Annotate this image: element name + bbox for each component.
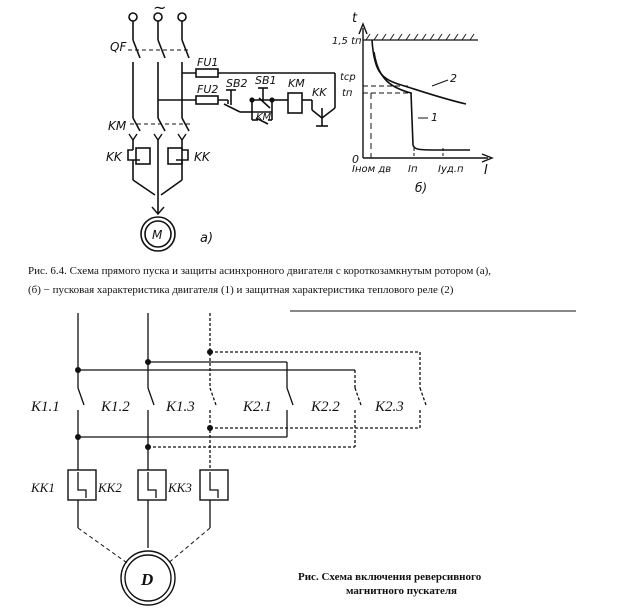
motor-d: [120, 550, 176, 606]
thermal-relays: [67, 469, 229, 501]
label-in: Iп: [408, 164, 418, 175]
label-km-hold: KM: [256, 112, 272, 123]
label-inom: Iном дв: [352, 164, 391, 175]
k2-contacts: [286, 387, 427, 447]
label-part-b: б): [415, 181, 427, 195]
label-kk2: KK2: [97, 480, 122, 495]
label-tn: tп: [342, 88, 353, 99]
label-fu2: FU2: [197, 83, 218, 96]
label-axis-i: I: [484, 163, 488, 178]
qf-breaker: [128, 39, 190, 59]
graph-labels: t I 0 1,5 tп tср tп Iном дв Iп Iуд.п 1 2…: [332, 11, 488, 195]
k1-contacts: [77, 387, 217, 470]
fu2-fuse: [195, 95, 219, 105]
junction-dots: [75, 349, 213, 450]
reversing-starter-diagram: [67, 313, 427, 606]
label-qf: QF: [110, 40, 127, 54]
label-kk3: KK3: [167, 480, 192, 495]
motor-m: [140, 216, 176, 252]
caption-line-1: Рис. 6.4. Схема прямого пуска и защиты а…: [28, 265, 491, 277]
label-k2-1: K2.1: [242, 399, 272, 415]
bottom-caption-line-2: магнитного пускателя: [346, 585, 457, 597]
km-main-contacts: [128, 117, 190, 142]
label-kk-left: KK: [106, 150, 123, 164]
bottom-diagram-labels: K1.1 K1.2 K1.3 K2.1 K2.2 K2.3 KK1 KK2 KK…: [30, 399, 482, 597]
terminal-l1: [128, 12, 138, 22]
label-sb2: SB2: [226, 77, 248, 90]
km-hold-contact: [251, 112, 273, 125]
label-curve-2: 2: [450, 72, 457, 85]
label-sb1: SB1: [255, 74, 277, 87]
label-kk-contact: KK: [312, 86, 327, 99]
label-fu1: FU1: [197, 56, 218, 69]
label-km-main: KM: [108, 119, 127, 133]
curve-1-start: [373, 51, 470, 151]
label-curve-1: 1: [431, 111, 438, 124]
ac-symbol: ~: [153, 0, 166, 17]
top-circuit-diagram: [127, 12, 336, 252]
km-coil: [287, 92, 303, 114]
caption-line-2: (б) − пусковая характеристика двигателя …: [28, 284, 454, 296]
fu1-fuse: [195, 68, 219, 78]
terminal-l3: [177, 12, 187, 22]
label-k1-3: K1.3: [165, 399, 195, 415]
characteristic-graph: [358, 22, 494, 163]
label-part-a: а): [200, 231, 213, 246]
label-k1-2: K1.2: [100, 399, 130, 415]
label-1-5tn: 1,5 tп: [332, 36, 362, 47]
label-kk1: KK1: [30, 480, 55, 495]
label-k2-2: K2.2: [310, 399, 340, 415]
label-tcp: tср: [340, 72, 356, 83]
label-motor-d: D: [140, 570, 153, 589]
sb2-stop-button: [223, 89, 252, 113]
bottom-caption-line-1: Рис. Схема включения реверсивного: [298, 571, 482, 583]
label-axis-t: t: [352, 11, 358, 26]
label-origin: 0: [352, 153, 359, 166]
label-k1-1: K1.1: [30, 399, 60, 415]
label-km-coil: KM: [288, 77, 305, 90]
label-motor-m: M: [152, 228, 163, 242]
label-kk-right: KK: [194, 150, 211, 164]
label-k2-3: K2.3: [374, 399, 404, 415]
top-circuit-labels: ~ QF FU1 FU2 SB2 SB1 KM KK KM KM KK KK M…: [106, 0, 327, 246]
sb1-start-button: [249, 87, 275, 113]
kk-thermal-contact: [311, 100, 336, 127]
label-iudp: Iуд.п: [438, 164, 464, 175]
